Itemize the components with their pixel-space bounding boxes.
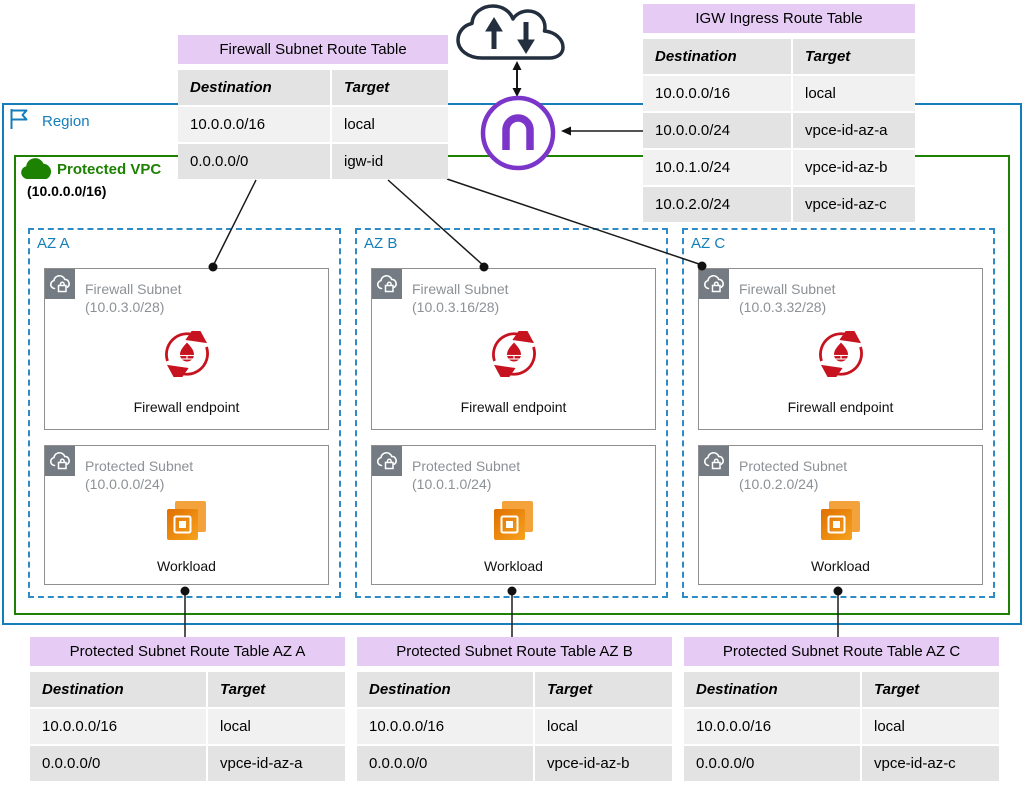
igw-ingress-route-table: IGW Ingress Route Table Destination Targ… — [643, 4, 915, 222]
rt-cell: local — [793, 76, 915, 111]
rt-col-header: Target — [332, 70, 448, 105]
route-table-title: Protected Subnet Route Table AZ B — [357, 637, 672, 666]
protected-subnet-route-table-az-b: Protected Subnet Route Table AZ B Destin… — [357, 637, 672, 781]
rt-col-header: Destination — [178, 70, 330, 105]
firewall-endpoint-label: Firewall endpoint — [787, 399, 894, 415]
firewall-subnet-route-table: Firewall Subnet Route Table Destination … — [178, 35, 448, 179]
workload-label: Workload — [484, 558, 543, 574]
subnet-cidr: (10.0.3.16/28) — [412, 299, 500, 315]
rt-cell: local — [332, 107, 448, 142]
rt-cell: 10.0.1.0/24 — [643, 150, 791, 185]
rt-cell: 10.0.0.0/16 — [684, 709, 860, 744]
az-label: AZ B — [364, 235, 398, 252]
subnet-icon — [699, 269, 729, 299]
rt-col-header: Target — [208, 672, 345, 707]
subnet-head: Firewall Subnet (10.0.3.0/28) — [85, 280, 182, 316]
az-label: AZ A — [37, 235, 70, 252]
rt-cell: 10.0.0.0/24 — [643, 113, 791, 148]
rt-col-header: Destination — [357, 672, 533, 707]
rt-cell: 0.0.0.0/0 — [357, 746, 533, 781]
rt-cell: vpce-id-az-b — [535, 746, 672, 781]
protected-subnet-box: Protected Subnet (10.0.1.0/24) Workload — [371, 445, 656, 585]
internet-gateway-icon — [480, 95, 556, 171]
subnet-icon — [45, 269, 75, 299]
internet-cloud-arrows-icon — [456, 4, 565, 60]
workload-label: Workload — [157, 558, 216, 574]
subnet-name: Firewall Subnet — [412, 281, 509, 297]
subnet-name: Protected Subnet — [739, 458, 848, 474]
firewall-endpoint-label: Firewall endpoint — [460, 399, 567, 415]
rt-cell: local — [535, 709, 672, 744]
rt-cell: vpce-id-az-a — [208, 746, 345, 781]
subnet-head: Firewall Subnet (10.0.3.32/28) — [739, 280, 836, 316]
rt-cell: 10.0.2.0/24 — [643, 187, 791, 222]
vpc-cloud-icon — [21, 158, 52, 179]
rt-cell: igw-id — [332, 144, 448, 179]
route-table-title: Protected Subnet Route Table AZ A — [30, 637, 345, 666]
rt-col-header: Target — [793, 39, 915, 74]
rt-col-header: Destination — [643, 39, 791, 74]
rt-col-header: Target — [862, 672, 999, 707]
region-flag-icon — [10, 109, 28, 129]
subnet-head: Protected Subnet (10.0.2.0/24) — [739, 457, 847, 493]
region-label: Region — [42, 113, 90, 130]
workload-icon — [166, 501, 206, 540]
rt-col-header: Destination — [684, 672, 860, 707]
rt-cell: local — [208, 709, 345, 744]
rt-cell: vpce-id-az-b — [793, 150, 915, 185]
rt-cell: 10.0.0.0/16 — [357, 709, 533, 744]
workload-icon — [493, 501, 533, 540]
subnet-icon — [699, 446, 729, 476]
rt-col-header: Destination — [30, 672, 206, 707]
workload-label: Workload — [811, 558, 870, 574]
subnet-name: Firewall Subnet — [739, 281, 836, 297]
firewall-subnet-box: Firewall Subnet (10.0.3.0/28) Firewall e… — [44, 268, 329, 430]
rt-cell: 0.0.0.0/0 — [684, 746, 860, 781]
subnet-name: Protected Subnet — [85, 458, 194, 474]
rt-cell: vpce-id-az-c — [793, 187, 915, 222]
vpc-label: Protected VPC — [57, 161, 162, 178]
subnet-cidr: (10.0.3.32/28) — [739, 299, 827, 315]
rt-cell: 10.0.0.0/16 — [643, 76, 791, 111]
rt-cell: local — [862, 709, 999, 744]
subnet-cidr: (10.0.3.0/28) — [85, 299, 165, 315]
subnet-icon — [372, 269, 402, 299]
subnet-head: Protected Subnet (10.0.0.0/24) — [85, 457, 193, 493]
vpc-cidr: (10.0.0.0/16) — [27, 183, 107, 199]
subnet-icon — [372, 446, 402, 476]
az-box-b: AZ B Firewall Subnet (10.0.3.16/28) — [355, 228, 668, 598]
route-table-title: Protected Subnet Route Table AZ C — [684, 637, 999, 666]
az-box-c: AZ C Firewall Subnet (10.0.3.32/28) — [682, 228, 995, 598]
rt-cell: 0.0.0.0/0 — [178, 144, 330, 179]
protected-subnet-route-table-az-c: Protected Subnet Route Table AZ C Destin… — [684, 637, 999, 781]
az-box-a: AZ A Firewall Subnet (10.0.3.0/28) — [28, 228, 341, 598]
network-firewall-endpoint-icon — [491, 323, 536, 385]
route-table-title: Firewall Subnet Route Table — [178, 35, 448, 64]
rt-cell: vpce-id-az-a — [793, 113, 915, 148]
firewall-subnet-box: Firewall Subnet (10.0.3.32/28) Firewall … — [698, 268, 983, 430]
workload-icon — [820, 501, 860, 540]
subnet-cidr: (10.0.2.0/24) — [739, 476, 819, 492]
network-firewall-endpoint-icon — [164, 323, 209, 385]
subnet-head: Firewall Subnet (10.0.3.16/28) — [412, 280, 509, 316]
subnet-icon — [45, 446, 75, 476]
az-label: AZ C — [691, 235, 726, 252]
protected-subnet-box: Protected Subnet (10.0.2.0/24) Workload — [698, 445, 983, 585]
rt-col-header: Target — [535, 672, 672, 707]
subnet-cidr: (10.0.0.0/24) — [85, 476, 165, 492]
subnet-name: Firewall Subnet — [85, 281, 182, 297]
subnet-name: Protected Subnet — [412, 458, 521, 474]
protected-subnet-box: Protected Subnet (10.0.0.0/24) Workload — [44, 445, 329, 585]
route-table-title: IGW Ingress Route Table — [643, 4, 915, 33]
subnet-cidr: (10.0.1.0/24) — [412, 476, 492, 492]
rt-cell: 10.0.0.0/16 — [30, 709, 206, 744]
firewall-endpoint-label: Firewall endpoint — [133, 399, 240, 415]
network-firewall-endpoint-icon — [818, 323, 863, 385]
protected-subnet-route-table-az-a: Protected Subnet Route Table AZ A Destin… — [30, 637, 345, 781]
rt-cell: 10.0.0.0/16 — [178, 107, 330, 142]
rt-cell: 0.0.0.0/0 — [30, 746, 206, 781]
firewall-subnet-box: Firewall Subnet (10.0.3.16/28) Firewall … — [371, 268, 656, 430]
subnet-head: Protected Subnet (10.0.1.0/24) — [412, 457, 520, 493]
rt-cell: vpce-id-az-c — [862, 746, 999, 781]
